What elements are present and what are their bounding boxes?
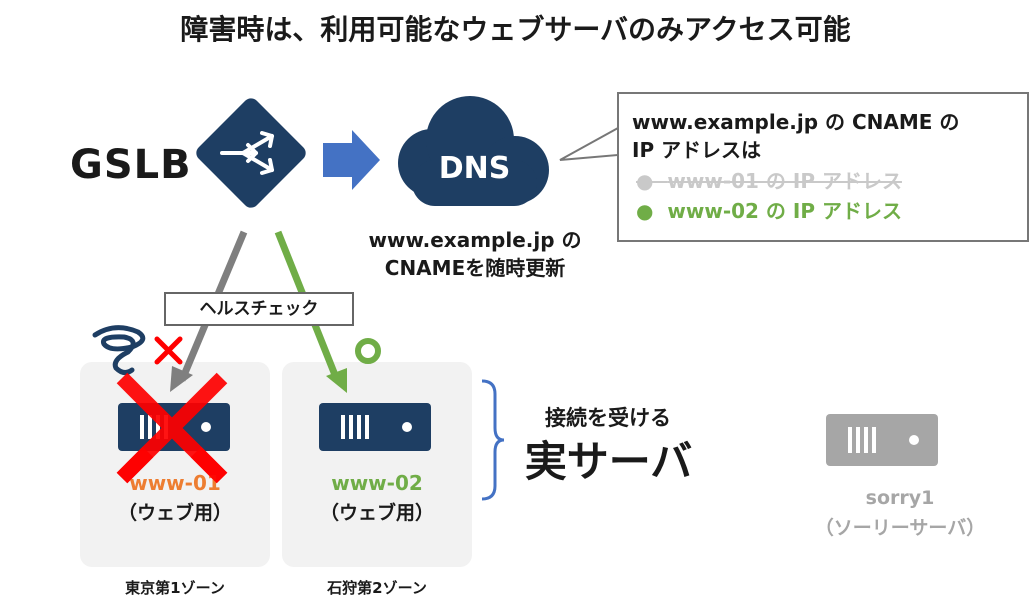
sorry-server-role: （ソーリーサーバ） xyxy=(814,517,986,539)
real-servers-label: 実サーバ xyxy=(524,437,693,486)
cross-icon xyxy=(154,336,183,365)
cloud-icon xyxy=(398,96,549,206)
router-icon xyxy=(196,98,306,208)
bullet-icon: ● xyxy=(636,199,654,223)
zone-box-ishikari xyxy=(282,362,472,567)
dizzy-icon xyxy=(92,325,146,376)
update-arrow xyxy=(323,130,380,190)
zone-box-tokyo xyxy=(80,362,270,567)
bullet-icon: ● xyxy=(636,169,654,193)
server-role-www-02: （ウェブ用） xyxy=(319,502,434,524)
dns-caption-line2: CNAMEを随時更新 xyxy=(384,256,566,280)
accept-label: 接続を受ける xyxy=(545,406,671,430)
callout-line1: www.example.jp の CNAME の xyxy=(632,110,960,134)
server-icon-www-02 xyxy=(319,403,431,451)
callout-item-text: www-01 の IP アドレス xyxy=(667,169,902,193)
cname-callout xyxy=(617,92,1029,242)
server-name-www-02: www-02 xyxy=(331,471,423,495)
callout-item-text: www-02 の IP アドレス xyxy=(667,199,902,223)
circle-icon xyxy=(355,338,381,364)
zone-name-tokyo: 東京第1ゾーン xyxy=(125,579,225,597)
server-role-www-01: （ウェブ用） xyxy=(117,502,232,524)
callout-item-removed: ● www-01 の IP アドレス xyxy=(636,165,902,194)
zone-name-ishikari: 石狩第2ゾーン xyxy=(327,579,427,597)
dns-caption: www.example.jp の CNAMEを随時更新 xyxy=(345,226,605,282)
page-title: 障害時は、利用可能なウェブサーバのみアクセス可能 xyxy=(180,13,851,46)
callout-item-active: ● www-02 の IP アドレス xyxy=(636,195,902,224)
server-name-www-01: www-01 xyxy=(129,471,221,495)
health-check-label: ヘルスチェック xyxy=(164,292,354,326)
brace xyxy=(481,379,505,501)
gslb-label: GSLB xyxy=(70,142,192,188)
server-icon-sorry xyxy=(826,414,938,466)
dns-caption-line1: www.example.jp の xyxy=(368,228,582,252)
callout-pointer xyxy=(559,126,619,161)
sorry-server-name: sorry1 xyxy=(865,487,935,509)
dns-label: DNS xyxy=(438,151,511,186)
callout-line2: IP アドレスは xyxy=(632,138,762,162)
